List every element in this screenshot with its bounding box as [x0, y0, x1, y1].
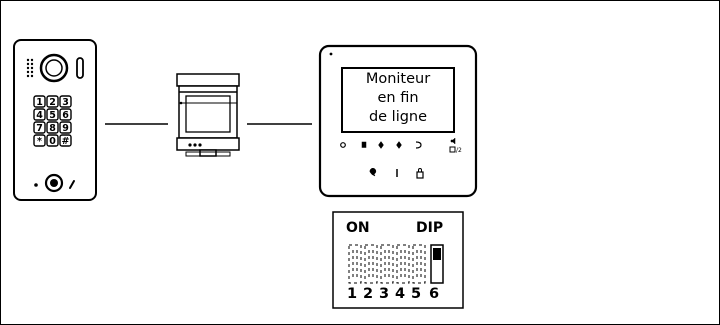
- monitor: /2: [318, 44, 478, 198]
- dip-switch-4: [396, 244, 410, 284]
- unlock-icon: [416, 171, 424, 179]
- svg-text:5: 5: [49, 110, 56, 121]
- lock-icon: [449, 146, 456, 153]
- power-icon: [340, 142, 346, 148]
- svg-text:/2: /2: [456, 147, 462, 154]
- power-supply: [176, 73, 240, 157]
- svg-text:0: 0: [49, 136, 56, 147]
- svg-text:1: 1: [36, 97, 43, 108]
- keypad-key-8: 8: [46, 121, 59, 134]
- dip-switches: [348, 244, 444, 284]
- keypad-key-5: 5: [46, 108, 59, 121]
- dip-number-4: 4: [394, 286, 406, 302]
- svg-text:#: #: [62, 136, 70, 147]
- dip-number-3: 3: [378, 286, 390, 302]
- door-icon: [361, 141, 367, 148]
- dip-switch-2: [364, 244, 378, 284]
- svg-text:9: 9: [62, 123, 69, 134]
- monitor-screen: [341, 67, 455, 133]
- dip-number-2: 2: [362, 286, 374, 302]
- svg-text:*: *: [37, 136, 42, 147]
- status-led-icon: [34, 183, 38, 187]
- keypad-key-6: 6: [59, 108, 72, 121]
- light-icon: [396, 141, 402, 149]
- dip-number-6: 6: [428, 286, 440, 302]
- dip-switch-3: [380, 244, 394, 284]
- return-icon: [415, 141, 422, 149]
- monitor-screen-text: Moniteur en fin de ligne: [344, 70, 452, 127]
- dip-switch-6: [430, 244, 444, 284]
- keypad-key-hash: #: [59, 134, 72, 147]
- monitor-line-3: de ligne: [368, 109, 428, 125]
- dip-switch-5: [412, 244, 426, 284]
- key-icon: [69, 180, 75, 189]
- keypad-key-0: 0: [46, 134, 59, 147]
- svg-text:8: 8: [49, 123, 56, 134]
- dip-number-1: 1: [346, 286, 358, 302]
- svg-text:2: 2: [49, 97, 56, 108]
- dip-on-label: ON: [346, 220, 370, 236]
- keypad-key-3: 3: [59, 95, 72, 108]
- monitor-bottom-buttons: [369, 167, 424, 179]
- keypad-key-1: 1: [33, 95, 46, 108]
- monitor-line-2: en fin: [377, 90, 419, 106]
- keypad-key-star: *: [33, 134, 46, 147]
- monitor-buttons: /2: [340, 137, 462, 154]
- camera-icon: [39, 53, 69, 83]
- power-supply-terminals-icon: [179, 101, 202, 147]
- microphone-icon: [76, 57, 84, 79]
- dip-number-5: 5: [410, 286, 422, 302]
- dip-switch-1: [348, 244, 362, 284]
- gate-icon: [378, 141, 384, 149]
- reader-button-icon: [44, 173, 64, 193]
- speaker-grille-icon: [26, 58, 34, 78]
- monitor-line-1: Moniteur: [365, 71, 431, 87]
- keypad-key-9: 9: [59, 121, 72, 134]
- svg-text:3: 3: [62, 97, 69, 108]
- keypad-key-4: 4: [33, 108, 46, 121]
- keypad-key-7: 7: [33, 121, 46, 134]
- talk-icon: [369, 167, 377, 177]
- svg-text:6: 6: [62, 110, 69, 121]
- svg-text:7: 7: [36, 123, 43, 134]
- dip-switch-block: [332, 211, 464, 309]
- volume-icon: [450, 137, 456, 145]
- svg-text:4: 4: [36, 110, 43, 121]
- dip-title-label: DIP: [416, 220, 444, 236]
- keypad-key-2: 2: [46, 95, 59, 108]
